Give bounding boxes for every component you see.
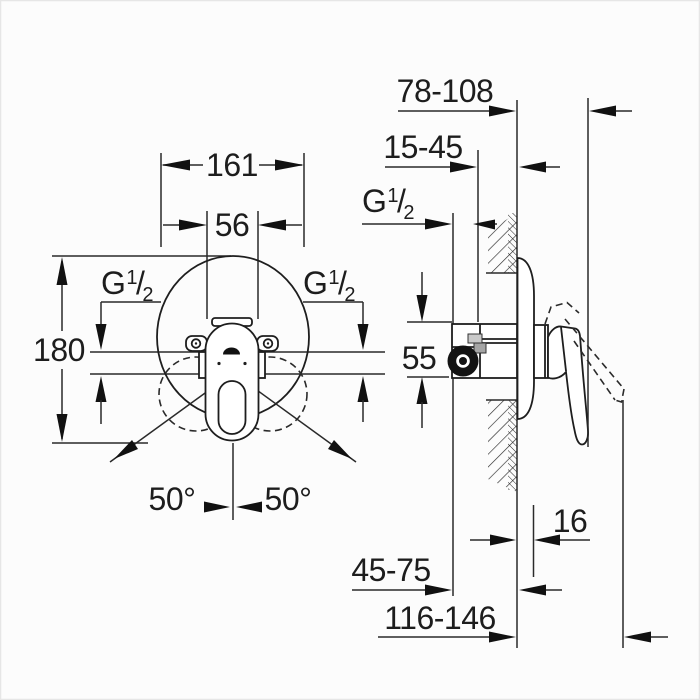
- front-view: 161 56 180: [33, 147, 385, 520]
- thread-label-side: G1/2: [362, 183, 497, 230]
- dim-total-height: 180: [33, 255, 231, 444]
- screw-left: [190, 338, 202, 349]
- dim-handle-width: 56: [163, 207, 302, 319]
- dim-swing-angle-left-label: 50°: [149, 481, 196, 517]
- dim-handle-projection: 78-108: [397, 73, 632, 117]
- thread-label-left: G1/2: [95, 265, 161, 424]
- dim-plate-offset: 16: [470, 503, 590, 546]
- dim-supply-offset-label: 45-75: [351, 552, 430, 588]
- dim-swing-angle: 50° 50°: [109, 387, 357, 520]
- dim-supply-offset: 45-75: [351, 552, 562, 596]
- lever-handle-open-position: [544, 301, 625, 404]
- thread-label-right: G1/2: [303, 265, 369, 422]
- dim-total-height-label: 180: [33, 332, 85, 368]
- handle-hub-side: [533, 324, 549, 379]
- dim-handle-projection-label: 78-108: [397, 73, 494, 109]
- thread-label-left-text: G1/2: [101, 265, 153, 306]
- dim-plate-diameter-label: 161: [206, 147, 258, 183]
- thread-label-right-text: G1/2: [303, 265, 355, 306]
- wall-section-lower: [486, 399, 517, 492]
- screw-right: [262, 338, 274, 349]
- handle-grip-opening: [217, 380, 247, 435]
- dim-body-height: 55: [402, 272, 452, 428]
- dim-swing-angle-right-label: 50°: [265, 481, 312, 517]
- dim-plate-offset-label: 16: [553, 503, 588, 539]
- thread-label-side-text: G1/2: [362, 183, 414, 224]
- lever-handle-side: [547, 325, 589, 446]
- wall-section-upper: [486, 213, 517, 274]
- dim-max-projection: 116-146: [378, 600, 668, 643]
- escutcheon-plate-side: [516, 257, 535, 420]
- brand-mark: [223, 347, 240, 355]
- dim-mounting-depth-label: 15-45: [383, 129, 462, 165]
- handle-front: [185, 317, 279, 442]
- dim-mounting-depth: 15-45: [383, 129, 560, 173]
- dim-body-height-label: 55: [402, 340, 437, 376]
- dim-plate-diameter: 161: [160, 147, 305, 247]
- lever-handle-front: [204, 322, 260, 442]
- valve-body-side: [447, 323, 518, 379]
- dim-handle-width-label: 56: [215, 207, 250, 243]
- side-view: 78-108 15-45 G1/2 55: [351, 73, 668, 648]
- dim-max-projection-label: 116-146: [384, 600, 496, 636]
- port-neck: [467, 333, 483, 344]
